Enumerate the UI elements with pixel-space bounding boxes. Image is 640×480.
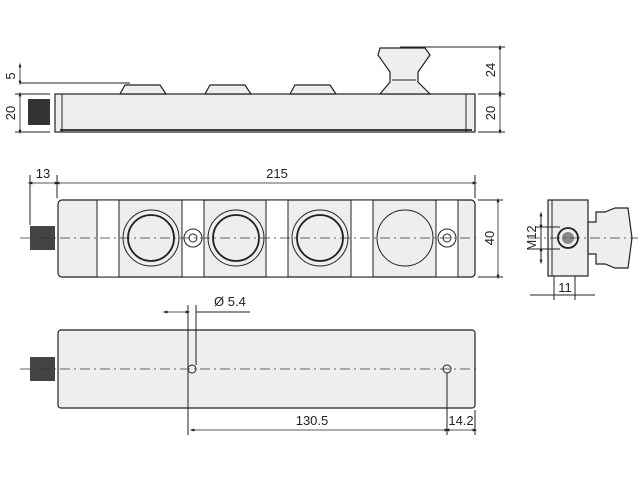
dim-connector-thread: M12	[524, 225, 539, 250]
connector-thread-side	[28, 99, 50, 125]
bottom-view: Ø 5.4 130.5 14.2	[20, 294, 480, 435]
side-view: 5 20 24 20	[3, 44, 505, 135]
dim-hole-diameter: Ø 5.4	[214, 294, 246, 309]
flat-buttons-side	[118, 84, 338, 95]
dim-side-top-offset: 5	[3, 72, 18, 79]
dim-width: 40	[482, 231, 497, 245]
emergency-stop-top	[376, 209, 434, 267]
top-view: 13 215 40	[20, 166, 503, 280]
emergency-stop-knob-side	[377, 47, 432, 95]
mounting-screw	[437, 228, 457, 248]
dim-overall-length: 215	[266, 166, 288, 181]
dim-button-height: 24	[483, 63, 498, 77]
side-view-body	[54, 93, 476, 133]
dim-side-height-right: 20	[483, 106, 498, 120]
end-view: M12 11	[524, 199, 638, 300]
dim-connector-length: 13	[36, 166, 50, 181]
dim-connector-offset: 11	[558, 280, 572, 295]
dim-hole-edge-offset: 14.2	[448, 413, 473, 428]
dim-side-height-left: 20	[3, 106, 18, 120]
dim-hole-spacing: 130.5	[296, 413, 329, 428]
